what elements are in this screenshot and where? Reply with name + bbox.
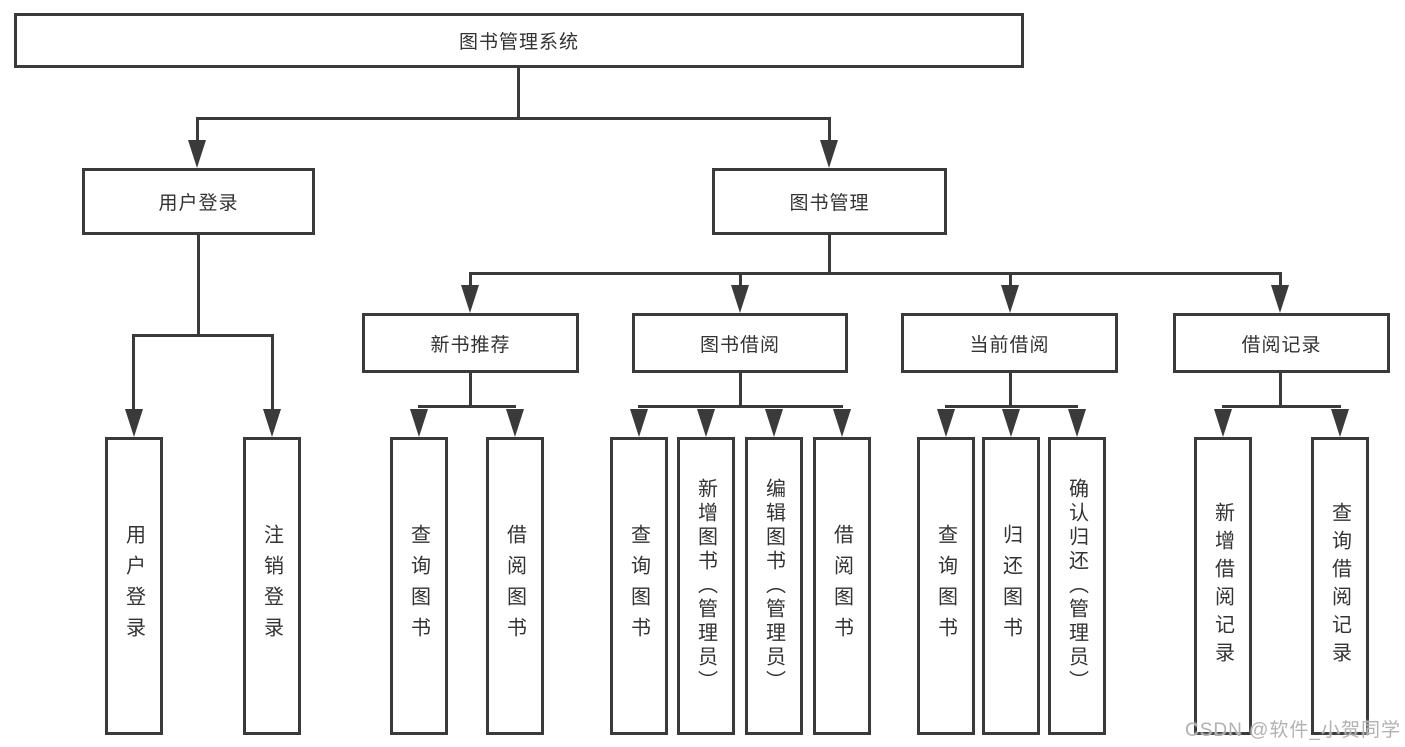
arrow-down-icon <box>188 140 206 168</box>
node-label: 借阅图书 <box>830 524 853 648</box>
connector-line <box>197 235 200 335</box>
node-label: 查询图书 <box>627 524 650 648</box>
arrow-down-icon <box>820 140 838 168</box>
node-label: 查询图书 <box>407 524 430 648</box>
arrow-down-icon <box>731 285 749 313</box>
connector-line <box>469 272 1281 275</box>
node-label: 图书管理系统 <box>458 32 579 53</box>
connector-line <box>739 272 742 286</box>
node-label: 新增图书（管理员） <box>694 478 717 694</box>
node-borrowing-records: 借阅记录 <box>1173 313 1390 373</box>
node-label: 确认归还（管理员） <box>1065 478 1088 694</box>
node-user-login: 用户登录 <box>105 437 163 735</box>
node-query-books-borrowing: 查询图书 <box>610 437 668 735</box>
node-query-books-recommend: 查询图书 <box>390 437 448 735</box>
arrow-down-icon <box>1002 409 1020 437</box>
arrow-down-icon <box>461 285 479 313</box>
arrow-down-icon <box>697 409 715 437</box>
node-label: 当前借阅 <box>969 334 1050 356</box>
connector-line <box>828 235 831 273</box>
connector-line <box>1009 373 1012 406</box>
node-query-borrow-record: 查询借阅记录 <box>1311 437 1369 735</box>
node-book-management-group: 图书管理 <box>712 168 947 235</box>
node-borrow-books-recommend: 借阅图书 <box>486 437 544 735</box>
connector-line <box>132 334 274 337</box>
node-confirm-return-admin: 确认归还（管理员） <box>1048 437 1106 735</box>
connector-line <box>1279 272 1282 286</box>
arrow-down-icon <box>1271 285 1289 313</box>
arrow-down-icon <box>765 409 783 437</box>
arrow-down-icon <box>1068 409 1086 437</box>
node-label: 查询借阅记录 <box>1328 502 1351 670</box>
node-label: 用户登录 <box>158 193 239 214</box>
node-library-management-system: 图书管理系统 <box>14 13 1024 68</box>
arrow-down-icon <box>506 409 524 437</box>
arrow-down-icon <box>1001 285 1019 313</box>
connector-line <box>196 117 199 143</box>
node-label: 归还图书 <box>999 524 1022 648</box>
connector-line <box>517 68 520 118</box>
arrow-down-icon <box>263 409 281 437</box>
node-current-borrowing: 当前借阅 <box>901 313 1118 373</box>
connector-line <box>638 405 843 408</box>
node-label: 新书推荐 <box>430 334 511 356</box>
node-book-borrowing: 图书借阅 <box>632 313 848 373</box>
arrow-down-icon <box>630 409 648 437</box>
node-label: 新增借阅记录 <box>1211 502 1234 670</box>
connector-line <box>196 117 831 120</box>
arrow-down-icon <box>937 409 955 437</box>
connector-line <box>1279 373 1282 406</box>
arrow-down-icon <box>833 409 851 437</box>
node-label: 图书借阅 <box>699 334 780 356</box>
node-add-books-admin: 新增图书（管理员） <box>677 437 735 735</box>
connector-line <box>945 405 1078 408</box>
node-label: 用户登录 <box>122 524 145 648</box>
node-borrow-books: 借阅图书 <box>813 437 871 735</box>
arrow-down-icon <box>125 409 143 437</box>
connector-line <box>1222 405 1341 408</box>
node-user-login-group: 用户登录 <box>82 168 315 235</box>
node-label: 查询图书 <box>934 524 957 648</box>
arrow-down-icon <box>410 409 428 437</box>
node-label: 编辑图书（管理员） <box>762 478 785 694</box>
node-label: 注销登录 <box>260 524 283 648</box>
node-label: 图书管理 <box>789 193 870 214</box>
connector-line <box>271 334 274 410</box>
connector-line <box>418 405 516 408</box>
connector-line <box>828 117 831 143</box>
node-label: 借阅图书 <box>503 524 526 648</box>
node-label: 借阅记录 <box>1241 334 1322 356</box>
node-new-book-recommendation: 新书推荐 <box>362 313 579 373</box>
arrow-down-icon <box>1331 409 1349 437</box>
node-query-books-current: 查询图书 <box>917 437 975 735</box>
connector-line <box>469 272 472 286</box>
connector-line <box>739 373 742 406</box>
node-return-books: 归还图书 <box>982 437 1040 735</box>
node-edit-books-admin: 编辑图书（管理员） <box>745 437 803 735</box>
node-logout: 注销登录 <box>243 437 301 735</box>
connector-line <box>469 373 472 406</box>
arrow-down-icon <box>1214 409 1232 437</box>
connector-line <box>1009 272 1012 286</box>
connector-line <box>132 334 135 410</box>
csdn-watermark: CSDN @软件_小贺同学 <box>1185 720 1401 741</box>
node-add-borrow-record: 新增借阅记录 <box>1194 437 1252 735</box>
